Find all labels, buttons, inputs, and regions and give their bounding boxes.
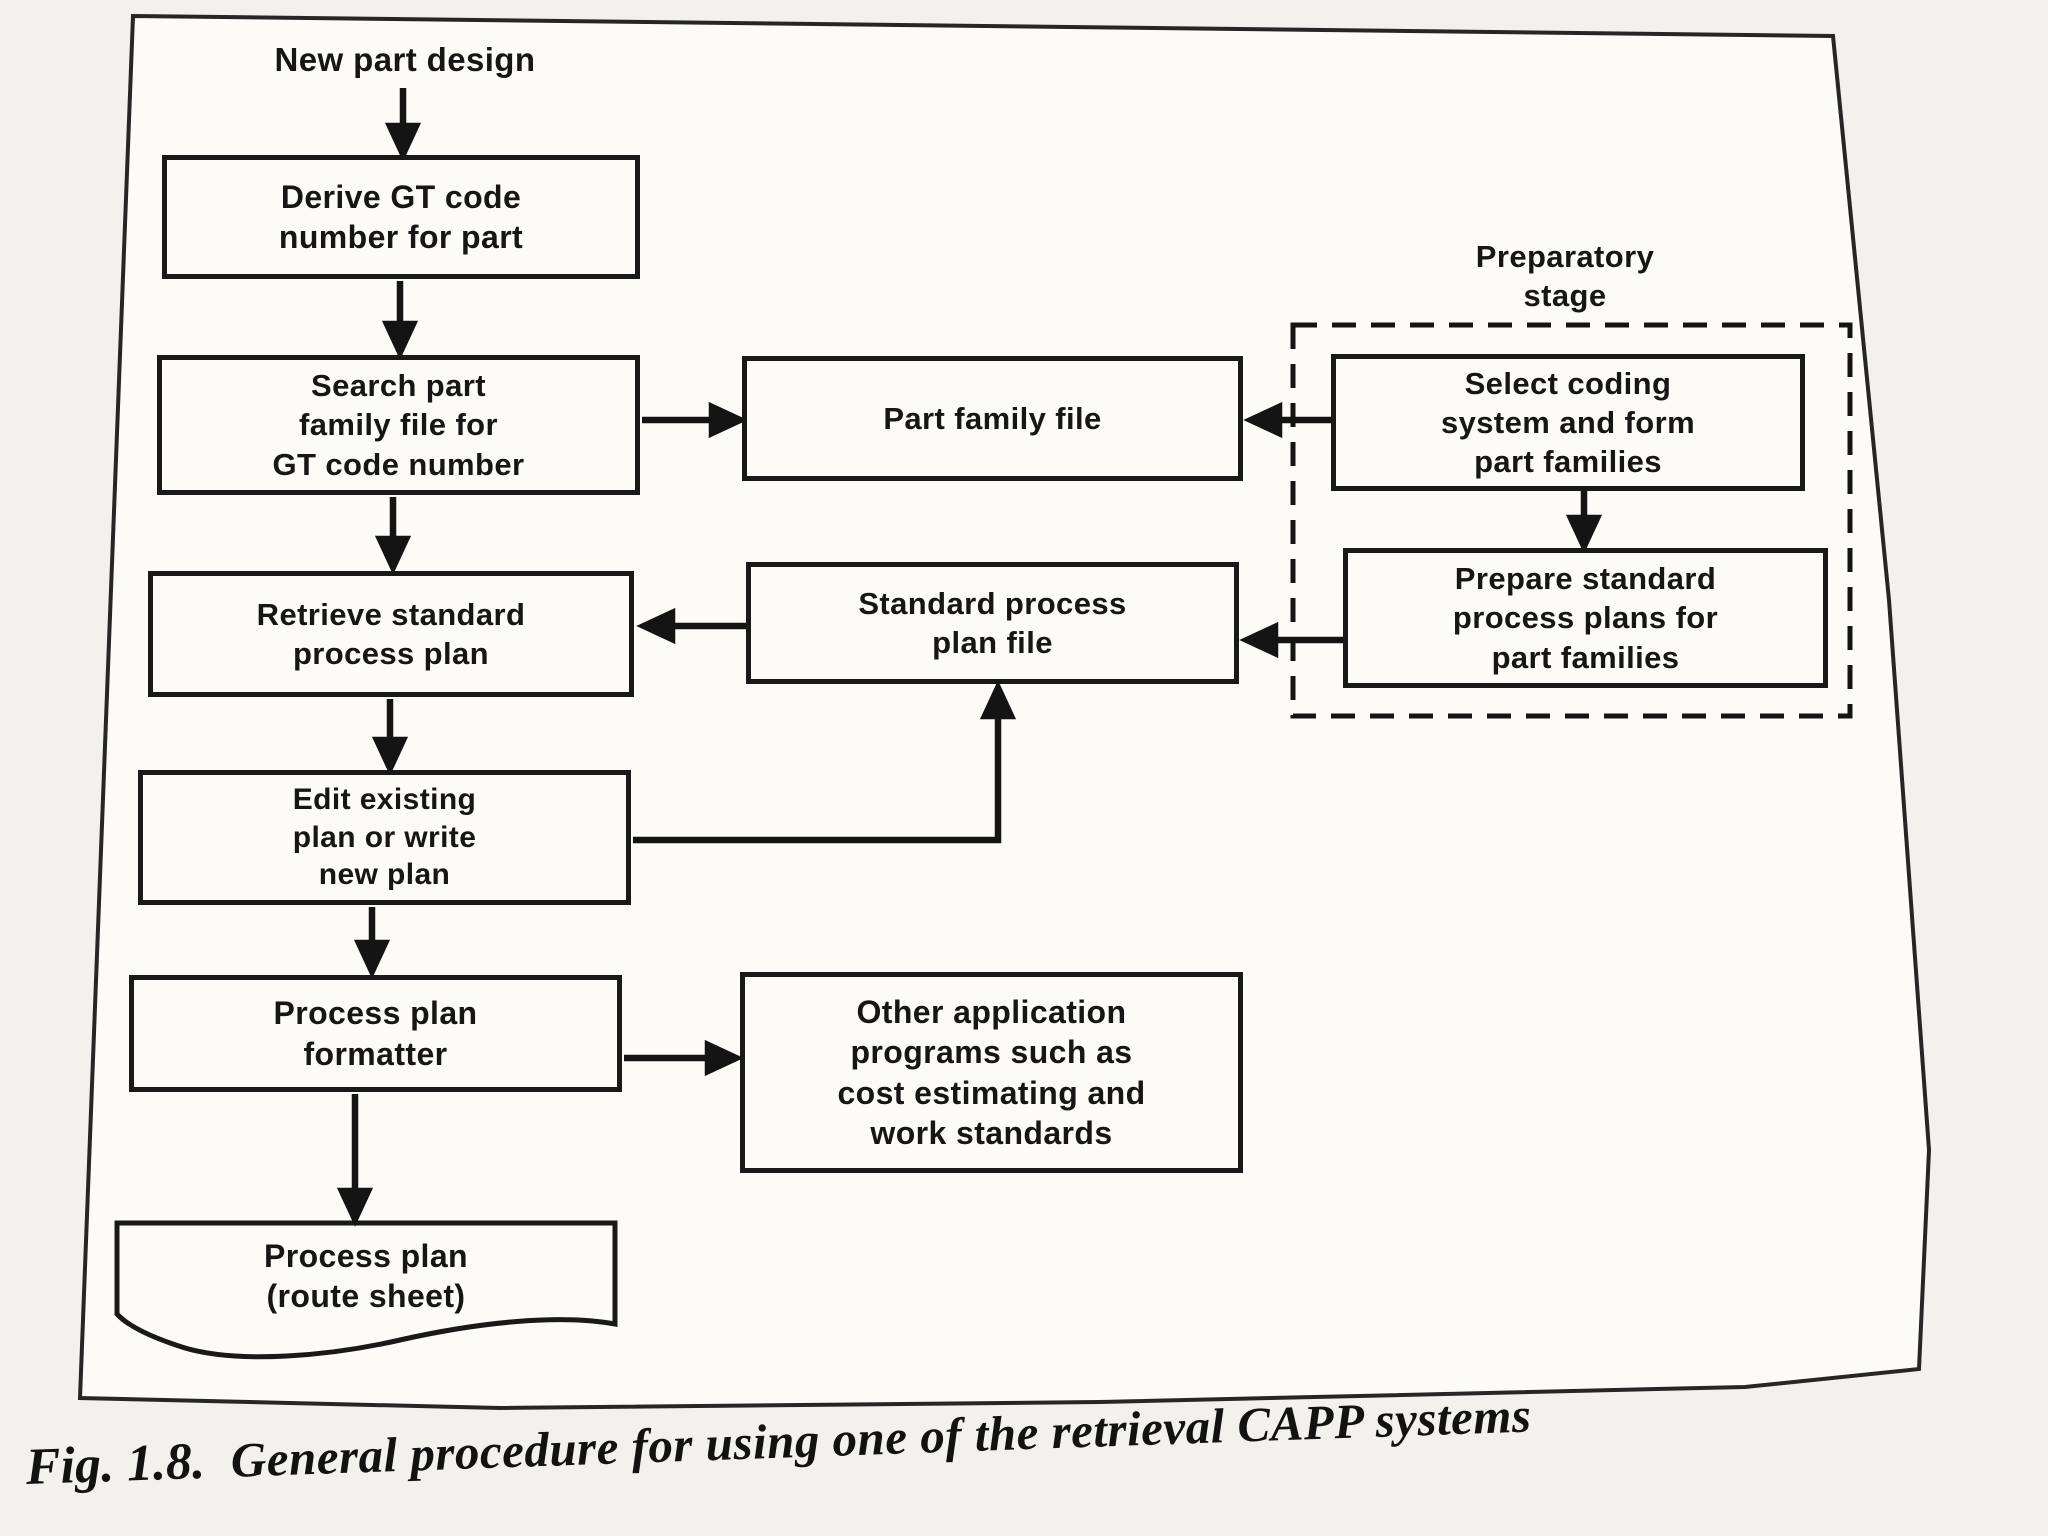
node-select-coding-system: Select coding system and form part famil… <box>1331 354 1805 491</box>
arrow-stdplanfile-to-retrieve <box>636 607 746 645</box>
route-sheet-document-shape <box>114 1220 618 1360</box>
start-label-new-part-design: New part design <box>274 41 536 79</box>
arrow-selectcoding-to-prepareplans <box>1565 491 1603 554</box>
arrow-edit-to-formatter <box>353 907 391 979</box>
arrow-search-to-partfamilyfile <box>642 401 748 439</box>
preparatory-stage-dashed-box <box>1290 322 1853 719</box>
arrow-derive-to-search <box>381 281 419 360</box>
node-prepare-standard-plans: Prepare standard process plans for part … <box>1343 548 1828 688</box>
arrow-edit-to-stdplanfile-elbow <box>633 680 1017 844</box>
arrow-search-to-retrieve <box>374 497 412 575</box>
node-process-plan-formatter: Process plan formatter <box>129 975 622 1092</box>
node-search-part-family-file: Search part family file for GT code numb… <box>157 355 640 495</box>
node-process-plan-route-sheet: Process plan (route sheet) <box>263 1237 468 1314</box>
arrow-retrieve-to-edit <box>371 699 409 776</box>
node-retrieve-standard-plan: Retrieve standard process plan <box>148 571 634 697</box>
arrow-formatter-to-routesheet <box>336 1094 374 1227</box>
figure-caption-number: Fig. 1.8. <box>24 1432 206 1496</box>
arrow-selectcoding-to-partfamilyfile <box>1243 401 1331 439</box>
node-standard-process-plan-file: Standard process plan file <box>746 562 1239 684</box>
node-part-family-file: Part family file <box>742 356 1243 481</box>
arrow-newpart-to-derive <box>384 88 422 162</box>
arrow-prepareplans-to-stdplanfile <box>1239 621 1343 659</box>
node-edit-existing-plan: Edit existing plan or write new plan <box>138 770 631 905</box>
preparatory-stage-label: Preparatory stage <box>1475 238 1655 313</box>
arrow-formatter-to-otherapps <box>624 1039 744 1077</box>
node-other-application-programs: Other application programs such as cost … <box>740 972 1243 1173</box>
node-derive-gt-code: Derive GT code number for part <box>162 155 640 279</box>
